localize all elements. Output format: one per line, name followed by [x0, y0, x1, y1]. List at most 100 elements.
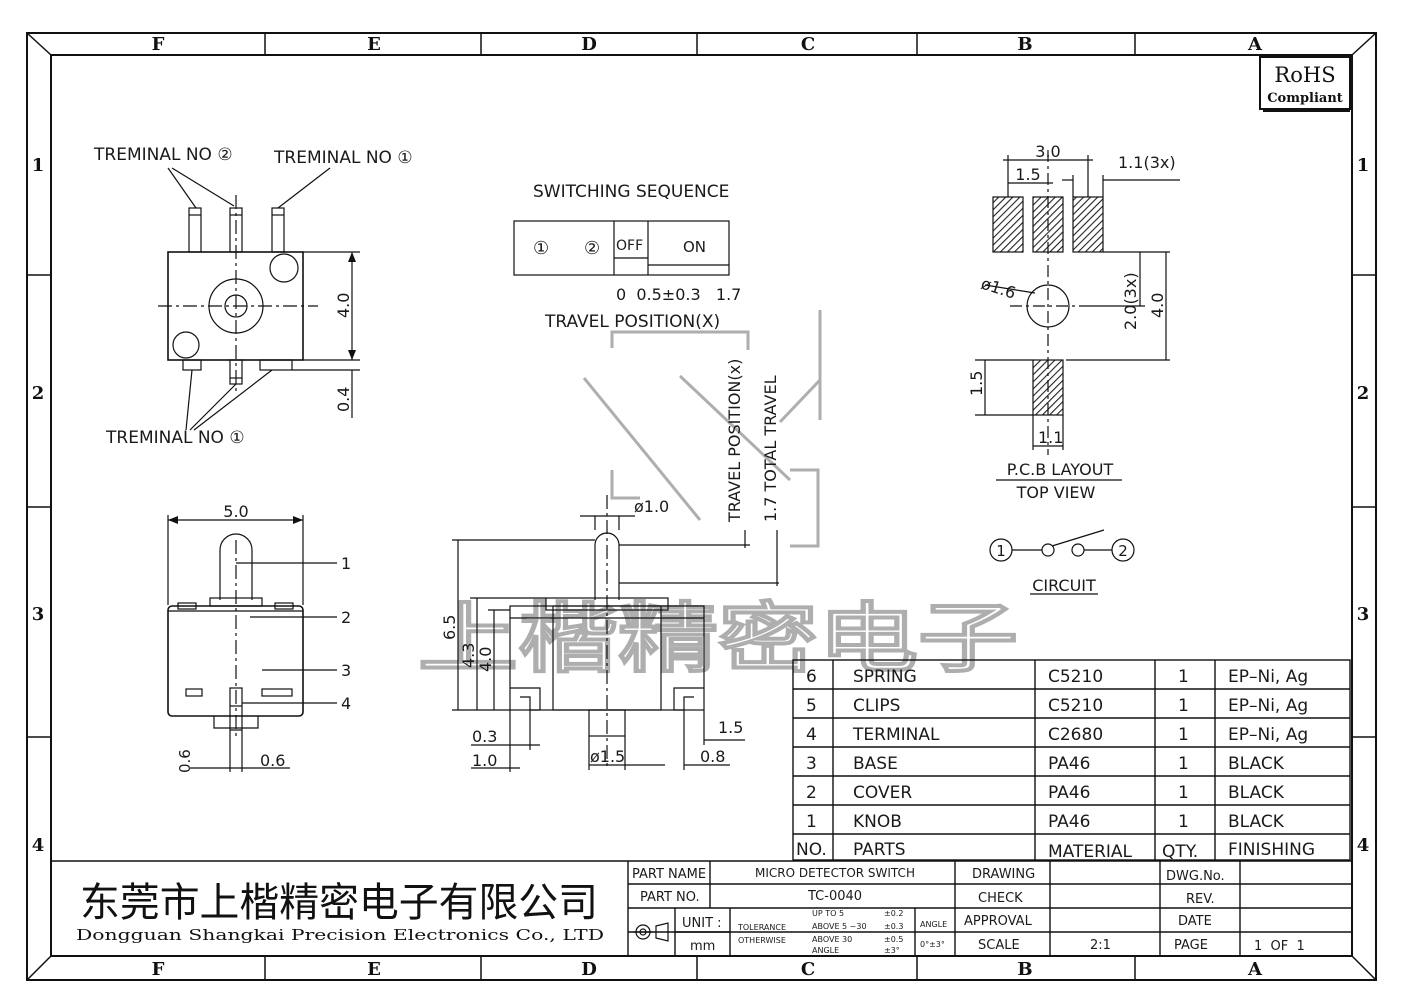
page-label: PAGE: [1174, 938, 1208, 953]
dim-4-0: 4.0: [476, 647, 495, 672]
bom-header-qty: QTY.: [1162, 842, 1198, 862]
row-label-2: 2: [32, 383, 45, 404]
switching-on: ON: [683, 238, 706, 256]
circuit-label: CIRCUIT: [1032, 576, 1096, 595]
dim-offset-04: 0.4: [334, 387, 353, 412]
bom-cell-part: BASE: [853, 754, 898, 774]
switching-title: SWITCHING SEQUENCE: [533, 182, 729, 202]
tol-range-4: ANGLE: [812, 946, 839, 955]
bom-cell-finishing: EP–Ni, Ag: [1228, 696, 1308, 716]
bom-cell-material: PA46: [1048, 812, 1090, 832]
switching-sequence: SWITCHING SEQUENCE ① ② OFF ON 0 0.5±0.3 …: [513, 182, 741, 332]
tol-range-3: ABOVE 30: [812, 935, 852, 944]
bom-cell-no: 3: [806, 754, 817, 774]
dwg-no-label: DWG.No.: [1166, 869, 1225, 884]
sheet-frame: F E D C B A F E D C B A 1 2 3 4 1 2 3 4: [26, 32, 1377, 981]
bom-cell-part: KNOB: [853, 812, 902, 832]
unit-value: mm: [690, 939, 715, 954]
row-label-1-right: 1: [1357, 155, 1370, 176]
dim-1-0: 1.0: [472, 751, 497, 770]
rev-label: REV.: [1186, 892, 1215, 907]
front-view: 5.0 1 2 3 4 0.6 0.6: [167, 502, 351, 773]
col-label-c: C: [801, 34, 815, 55]
bom-cell-finishing: EP–Ni, Ag: [1228, 725, 1308, 745]
bom-cell-qty: 1: [1178, 725, 1189, 745]
pcb-dim-1-5: 1.5: [1015, 165, 1040, 184]
unit-label: UNIT :: [682, 916, 722, 931]
dim-right-06: 0.6: [260, 751, 285, 770]
row-label-2-right: 2: [1357, 383, 1370, 404]
bom-cell-qty: 1: [1178, 754, 1189, 774]
side-travel-position: TRAVEL POSITION(x): [725, 359, 744, 523]
col-label-b-bottom: B: [1017, 959, 1032, 980]
tol-val-1: ±0.2: [884, 909, 903, 918]
pcb-layout: 3.0 1.5 1.1(3x) ø1.6 2.0(3x) 4.0 1.5 1.1…: [967, 142, 1180, 502]
callout-4: 4: [341, 694, 351, 713]
tolerance-label: TOLERANCE: [737, 923, 786, 932]
bom-cell-finishing: BLACK: [1228, 812, 1285, 832]
bom-cell-qty: 1: [1178, 783, 1189, 803]
bom-cell-material: C5210: [1048, 667, 1103, 687]
row-label-4-right: 4: [1357, 835, 1370, 856]
bom-cell-no: 2: [806, 783, 817, 803]
dim-0-3: 0.3: [472, 727, 497, 746]
tol-val-2: ±0.3: [884, 922, 903, 931]
page-value: 1 OF 1: [1254, 939, 1305, 954]
bom-cell-part: CLIPS: [853, 696, 900, 716]
bom-cell-qty: 1: [1178, 696, 1189, 716]
bom-cell-qty: 1: [1178, 812, 1189, 832]
bom-cell-no: 5: [806, 696, 817, 716]
switching-off: OFF: [616, 238, 643, 254]
circuit-pin-1: 1: [996, 542, 1006, 560]
label-terminal-1-top: TREMINAL NO ①: [273, 148, 413, 168]
row-label-1: 1: [32, 155, 45, 176]
part-name-label: PART NAME: [632, 867, 706, 882]
bom-cell-part: COVER: [853, 783, 912, 803]
label-terminal-1-bottom: TREMINAL NO ①: [105, 428, 245, 448]
angle-value: 0°±3°: [920, 940, 945, 949]
company-name-en: Dongguan Shangkai Precision Electronics …: [76, 926, 604, 944]
dim-width-5: 5.0: [223, 502, 248, 521]
dim-0-8: 0.8: [700, 747, 725, 766]
tol-range-2: ABOVE 5 ~30: [812, 922, 867, 931]
callout-3: 3: [341, 661, 351, 680]
dim-6-5: 6.5: [440, 615, 459, 640]
part-no-value: TC-0040: [807, 889, 862, 904]
bom-cell-finishing: BLACK: [1228, 754, 1285, 774]
bom-header-material: MATERIAL: [1048, 842, 1133, 862]
dim-left-06: 0.6: [176, 749, 194, 773]
watermark: 上楷精密电子: [417, 310, 1019, 684]
switching-pin-2: ②: [584, 238, 600, 259]
company-name-cn: 东莞市上楷精密电子有限公司: [80, 880, 598, 926]
rohs-title: RoHS: [1274, 63, 1335, 87]
bom-cell-finishing: BLACK: [1228, 783, 1285, 803]
pcb-dim-1-5-left: 1.5: [967, 371, 986, 396]
bom-cell-part: TERMINAL: [852, 725, 940, 745]
otherwise-label: OTHERWISE: [738, 936, 786, 945]
dim-4-3: 4.3: [459, 643, 478, 668]
col-label-a-bottom: A: [1247, 959, 1263, 980]
col-label-c-bottom: C: [801, 959, 815, 980]
tol-range-1: UP TO 5: [812, 909, 844, 918]
dia-knob: ø1.0: [634, 497, 669, 516]
col-label-e: E: [367, 34, 381, 55]
row-label-4: 4: [32, 835, 45, 856]
dia-base: ø1.5: [590, 747, 625, 766]
dim-1-5-side: 1.5: [718, 718, 743, 737]
part-no-label: PART NO.: [640, 890, 700, 905]
bom-cell-qty: 1: [1178, 667, 1189, 687]
bom-cell-material: C5210: [1048, 696, 1103, 716]
switching-travel: TRAVEL POSITION(X): [544, 312, 720, 332]
top-view: TREMINAL NO ② TREMINAL NO ①: [93, 145, 413, 448]
col-label-f-bottom: F: [152, 959, 165, 980]
title-block: 东莞市上楷精密电子有限公司 Dongguan Shangkai Precisio…: [51, 860, 1352, 956]
date-label: DATE: [1178, 914, 1212, 929]
col-label-f: F: [152, 34, 165, 55]
tol-val-3: ±0.5: [884, 935, 903, 944]
switching-scale: 0 0.5±0.3 1.7: [616, 285, 741, 304]
bom-cell-finishing: EP–Ni, Ag: [1228, 667, 1308, 687]
bom-header-no: NO.: [796, 840, 827, 860]
pcb-subtitle: TOP VIEW: [1016, 483, 1096, 502]
bom-cell-material: PA46: [1048, 783, 1090, 803]
